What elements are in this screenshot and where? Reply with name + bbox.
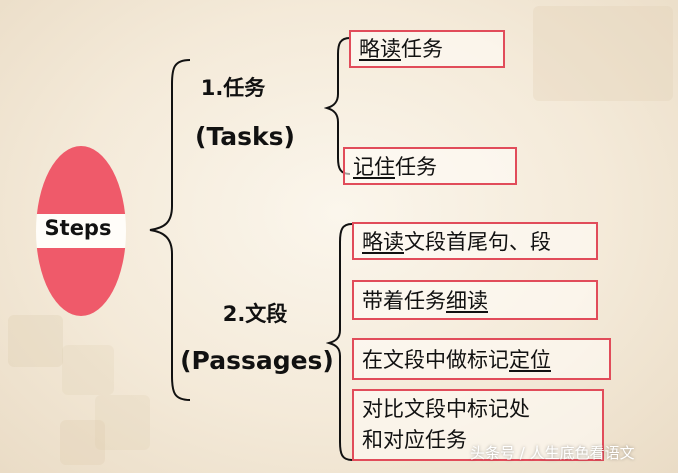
item-text: 在文段中做标记 [362, 348, 509, 372]
main-brace [149, 59, 191, 401]
watermark-text: 头条号 / 人生底色看语文 [470, 444, 635, 462]
item-text-line1: 对比文段中标记处 [362, 397, 530, 421]
branch-tasks-title: 1.任务 [200, 76, 266, 100]
branch-tasks-english: (Tasks) [195, 122, 295, 151]
passages-brace [326, 223, 353, 461]
branch-passages-english: (Passages) [180, 346, 334, 375]
steps-root-oval [36, 146, 126, 316]
passage-item-compare: 对比文段中标记处 和对应任务 [352, 389, 604, 461]
item-text-line2: 和对应任务 [362, 428, 467, 452]
underlined-keyword: 定位 [509, 348, 551, 372]
item-text: 带着任务 [362, 289, 446, 313]
background-seal-decoration [60, 420, 105, 465]
underlined-keyword: 略读 [362, 230, 404, 254]
item-text: 文段首尾句、段 [404, 230, 551, 254]
underlined-keyword: 细读 [446, 289, 488, 313]
branch-passages-title: 2.文段 [222, 302, 288, 326]
item-text: 任务 [401, 37, 443, 61]
background-seal-decoration [8, 315, 63, 367]
item-text: 任务 [395, 155, 437, 179]
background-seal-decoration [95, 395, 150, 450]
passage-item-skim-sentences: 略读文段首尾句、段 [352, 222, 598, 260]
root-label: Steps [44, 216, 112, 240]
task-item-skim-task: 略读任务 [349, 30, 505, 68]
tasks-brace [324, 37, 351, 175]
underlined-keyword: 略读 [359, 37, 401, 61]
background-calligraphy-decoration [533, 6, 673, 101]
passage-item-close-read: 带着任务细读 [352, 280, 598, 320]
underlined-keyword: 记住 [353, 155, 395, 179]
task-item-remember-task: 记住任务 [343, 147, 517, 185]
background-seal-decoration [62, 345, 114, 395]
passage-item-mark-locate: 在文段中做标记定位 [352, 338, 611, 380]
